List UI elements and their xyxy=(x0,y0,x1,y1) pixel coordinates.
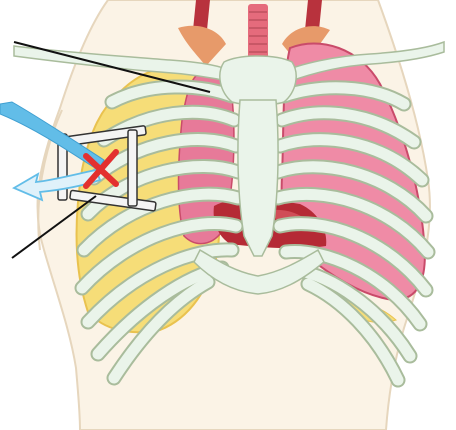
drain-post-right xyxy=(128,130,137,206)
trachea xyxy=(248,4,268,64)
manubrium xyxy=(220,56,296,105)
sternum-body xyxy=(238,100,278,256)
